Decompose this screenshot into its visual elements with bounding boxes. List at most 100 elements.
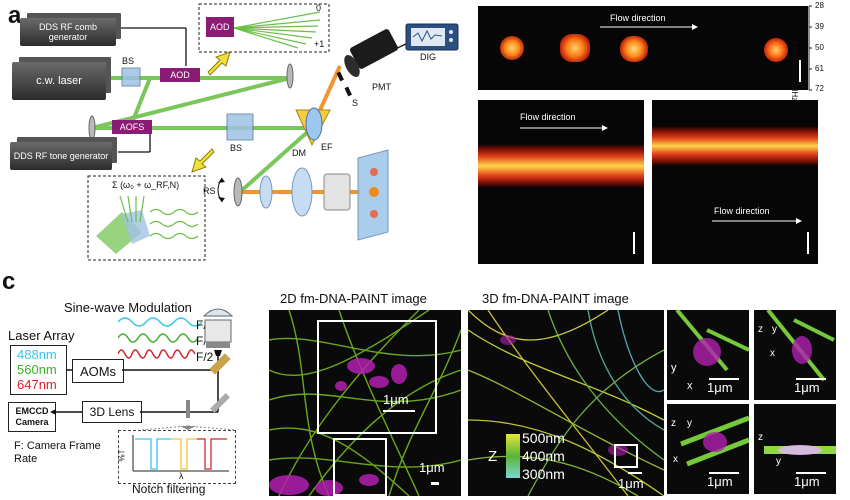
aod-inset-label: AOD xyxy=(210,22,230,32)
zoom-view-xz-3: z y x 1μm xyxy=(667,404,749,494)
f2-label: F/2 xyxy=(196,350,214,364)
scale-bar-zoom-2 xyxy=(796,378,826,380)
axis-z-4: z xyxy=(758,432,763,443)
flow-image-top: Flow direction xyxy=(478,6,808,90)
notch-filter-box: %T λ xyxy=(118,430,236,484)
scale-bar-3d xyxy=(628,472,642,474)
aofs-label: AOFS xyxy=(119,122,145,132)
scale-label-zoom-4: 1μm xyxy=(794,474,820,489)
aofs-block: AOFS xyxy=(112,120,152,134)
laser-array-label: Laser Array xyxy=(8,328,75,343)
flow-direction-top: Flow direction xyxy=(610,13,666,23)
optical-setup-diagram xyxy=(87,3,459,261)
beamsplitter-mid xyxy=(226,113,254,141)
rs-label: RS xyxy=(203,186,216,196)
wavelength-box: 488nm 560nm 647nm xyxy=(10,345,67,395)
z-tick-300: 300nm xyxy=(522,466,565,482)
dm-label: DM xyxy=(292,148,306,158)
scale-bar-zoom-1 xyxy=(709,378,739,380)
z-tick-400: 400nm xyxy=(522,448,565,464)
scale-bar-zoom-3 xyxy=(709,472,739,474)
inset-arrow-bottom xyxy=(191,148,215,173)
scale-label-3d: 1μm xyxy=(618,476,644,491)
zoom-view-xyz-2: z y x 1μm xyxy=(754,310,836,400)
z-label: Z xyxy=(488,448,498,465)
title-2d-image: 2D fm-DNA-PAINT image xyxy=(280,291,427,306)
flow-direction-bottom-left: Flow direction xyxy=(520,112,576,122)
axis-x-1: x xyxy=(687,380,693,392)
dig-display xyxy=(405,23,459,51)
freq-axis-label: Frequency (MHz) xyxy=(790,42,799,104)
emccd-box: EMCCD Camera xyxy=(8,402,56,432)
panel-c-letter: c xyxy=(2,268,16,295)
sine-waves xyxy=(118,317,203,359)
zoom-box-2d-small xyxy=(333,438,387,496)
s-label: S xyxy=(352,98,359,108)
camera-caption: F: Camera Frame Rate xyxy=(14,440,101,465)
axis-y-1: y xyxy=(671,362,677,374)
zoom-view-xy-1: y x 1μm xyxy=(667,310,749,400)
image-2d-fm-dna-paint: 1μm 1μm xyxy=(269,310,461,496)
pmt-label: PMT xyxy=(372,82,391,92)
panel-a-letter: a xyxy=(8,2,22,29)
wavelength-488: 488nm xyxy=(17,347,57,362)
bs-mid-label: BS xyxy=(230,143,243,153)
scale-bar-zoom-4 xyxy=(796,472,826,474)
aoms-box: AOMs xyxy=(72,359,124,383)
cell-blob-4 xyxy=(764,38,788,62)
axis-x-3: x xyxy=(673,454,678,465)
pmt-detector xyxy=(344,29,399,77)
zoom-box-2d-large xyxy=(317,320,437,434)
aod-block: AOD xyxy=(160,68,200,82)
image-3d-filaments xyxy=(468,310,664,496)
lambda-axis-label: λ xyxy=(179,471,184,481)
freq-tick-2: 50 xyxy=(815,43,824,52)
scale-label-zoom-1: 1μm xyxy=(707,380,733,395)
axis-z-2: z xyxy=(758,324,763,335)
lens-label: 3D Lens xyxy=(89,405,135,419)
axis-x-2: x xyxy=(770,348,775,359)
scale-bar-top xyxy=(799,60,801,82)
t-axis-label: %T xyxy=(117,449,127,462)
aod-inset-order-plus1: +1 xyxy=(314,39,325,49)
cell-blob-1 xyxy=(500,36,524,60)
flow-streak-right xyxy=(652,126,818,166)
aod-inset-order-0: 0 xyxy=(316,3,322,13)
cell-blob-3 xyxy=(620,36,648,62)
z-tick-500: 500nm xyxy=(522,430,565,446)
sum-formula: Σ (ω₀ + ω_RF,N) xyxy=(112,180,180,190)
axis-y-4: y xyxy=(776,456,781,467)
bs-top-label: BS xyxy=(122,56,135,66)
scale-label-zoom-2: 1μm xyxy=(794,380,820,395)
title-3d-image: 3D fm-DNA-PAINT image xyxy=(482,291,629,306)
dds-tone-generator-label: DDS RF tone generator xyxy=(13,151,109,161)
scale-bar-2d xyxy=(431,482,439,485)
cw-laser-label: c.w. laser xyxy=(36,75,82,87)
zoom-view-zy-4: z y 1μm xyxy=(754,404,836,494)
dig-label: DIG xyxy=(420,52,437,62)
zoom-box-3d xyxy=(614,444,638,468)
scale-bar-2d-inset xyxy=(383,410,415,412)
cw-laser: c.w. laser xyxy=(12,62,106,100)
beamsplitter-top xyxy=(121,67,141,87)
wavelength-647: 647nm xyxy=(17,377,57,392)
dds-comb-generator-label: DDS RF comb generator xyxy=(38,22,97,42)
flow-image-bottom-right: Flow direction xyxy=(652,100,818,264)
inset-arrow-top xyxy=(207,51,231,76)
objective-body xyxy=(323,173,351,211)
axis-y-2: y xyxy=(772,324,777,335)
freq-tick-3: 61 xyxy=(815,64,824,73)
axis-y-3: y xyxy=(687,418,692,429)
image-3d-fm-dna-paint: Z 500nm 400nm 300nm 1μm xyxy=(468,310,664,496)
flow-image-bottom-left: Flow direction xyxy=(478,100,644,264)
microfluidic-chip xyxy=(357,149,389,241)
notch-filter-label: Notch filtering xyxy=(132,482,206,496)
axis-z-3: z xyxy=(671,418,676,429)
aoms-label: AOMs xyxy=(79,363,117,379)
flow-streak-left xyxy=(478,144,644,188)
freq-tick-4: 72 xyxy=(815,84,824,93)
z-colorbar xyxy=(506,434,520,478)
frequency-axis xyxy=(808,5,812,91)
dds-tone-generator: DDS RF tone generator xyxy=(10,142,112,170)
image-2d-filaments xyxy=(269,310,461,496)
